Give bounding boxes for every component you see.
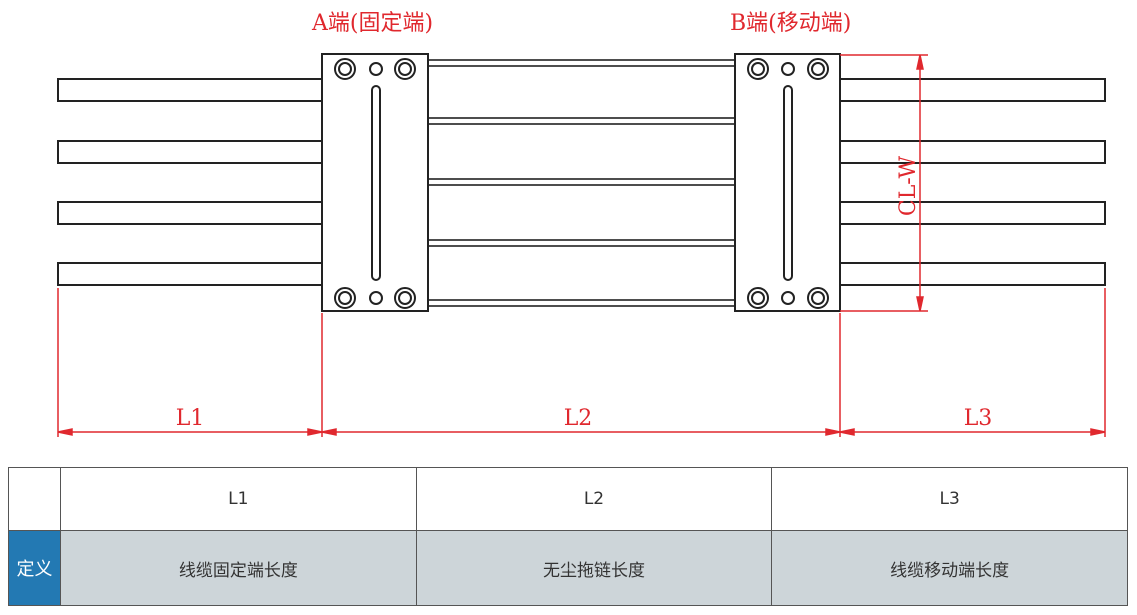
cables-right [839, 78, 1106, 286]
chain-rails [427, 59, 736, 307]
drag-chain-diagram: A端(固定端) B端(移动端) CL-W L1 L2 L3 [57, 11, 1106, 437]
row-header-size: 尺寸 [8, 467, 61, 531]
cable [57, 78, 323, 102]
size-cell: L3 [771, 467, 1128, 531]
cables-left [57, 78, 323, 286]
cable [839, 78, 1106, 102]
end-block-a [321, 53, 429, 312]
cable [839, 140, 1106, 164]
dim-label-l1: L1 [176, 406, 205, 431]
rail [427, 239, 736, 247]
cable [57, 201, 323, 225]
dim-label-l3: L3 [964, 406, 993, 431]
label-b-end: B端(移动端) [730, 11, 851, 36]
rail [427, 59, 736, 67]
table-row: 定义 线缆固定端长度 无尘拖链长度 线缆移动端长度 [8, 530, 1128, 606]
cable [839, 262, 1106, 286]
label-a-end: A端(固定端) [311, 11, 433, 36]
cable [57, 140, 323, 164]
rail [427, 178, 736, 186]
definition-cell: 线缆固定端长度 [60, 530, 417, 606]
cable [57, 262, 323, 286]
width-label: CL-W [896, 155, 921, 216]
dimension-lines [57, 54, 1106, 437]
dim-label-l2: L2 [564, 406, 593, 431]
dimension-table: 尺寸 L1 L2 L3 定义 线缆固定端长度 无尘拖链长度 线缆移动端长度 [8, 467, 1128, 606]
rail [427, 117, 736, 125]
row-header-definition: 定义 [8, 530, 61, 606]
size-cell: L1 [60, 467, 417, 531]
cable [839, 201, 1106, 225]
definition-cell: 无尘拖链长度 [415, 530, 773, 606]
end-block-b [734, 53, 841, 312]
table-row: 尺寸 L1 L2 L3 [8, 467, 1128, 531]
definition-cell: 线缆移动端长度 [771, 530, 1128, 606]
size-cell: L2 [415, 467, 773, 531]
rail [427, 299, 736, 307]
